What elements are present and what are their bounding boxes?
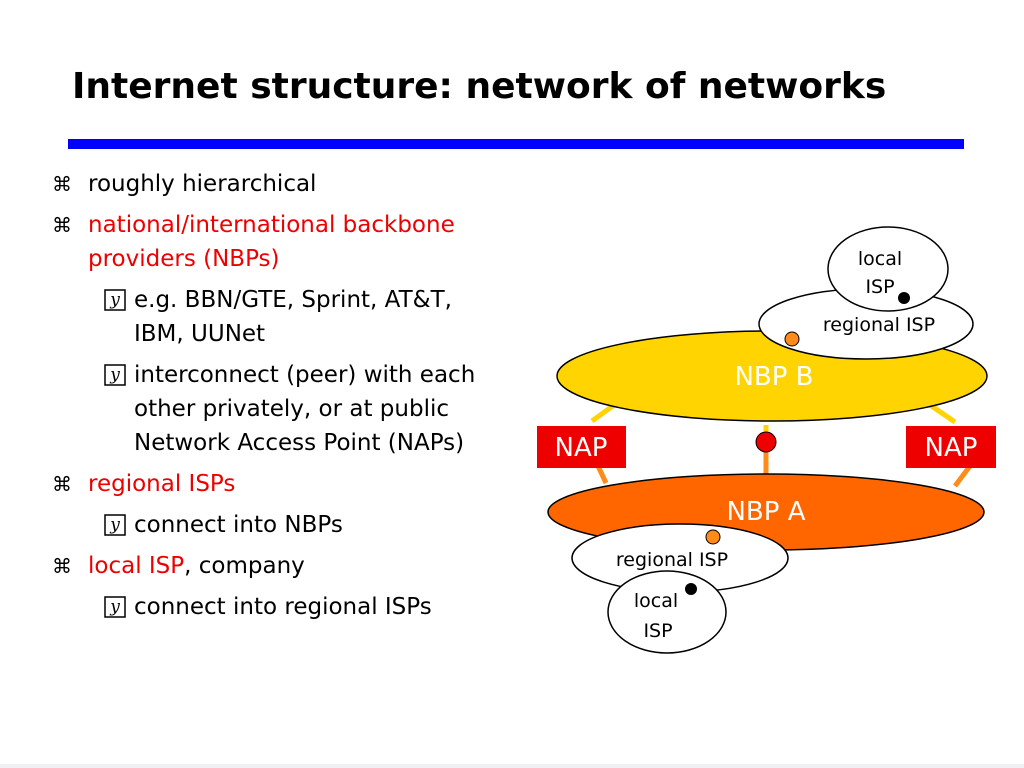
bullet-local-isp: local ISP, company [88, 549, 305, 583]
sub-bullet-nbp-examples-line1: e.g. BBN/GTE, Sprint, AT&T, [134, 287, 452, 313]
slide-title: Internet structure: network of networks [72, 66, 887, 107]
sub-bullet-marker-icon: y [104, 514, 126, 536]
boxed-y-icon: y [104, 514, 126, 536]
regional-isp-bottom-connection-dot [705, 529, 721, 545]
regional-isp-top-label: regional ISP [823, 314, 935, 336]
bullet-marker-icon: ⌘ [52, 213, 72, 237]
boxed-y-icon: y [104, 364, 126, 386]
bullet-regional-isps: regional ISPs [88, 471, 236, 497]
nap-right-box [906, 426, 996, 468]
sub-bullet-nbp-examples-line2: IBM, UUNet [134, 321, 266, 347]
bullet-nbp-line2: providers (NBPs) [88, 246, 280, 272]
regional-isp-bottom-label: regional ISP [616, 549, 728, 571]
bullet-marker-icon: ⌘ [52, 472, 72, 496]
nap-left-label: NAP [555, 433, 608, 463]
sub-bullet-marker-icon: y [104, 289, 126, 311]
link-nap-left-to-nbp-a [595, 464, 609, 485]
boxed-y-glyph: y [109, 515, 120, 535]
nbp-a-label: NBP A [726, 497, 805, 527]
local-isp-top-label-line2: ISP [865, 276, 894, 298]
sub-bullet-interconnect-line2: other privately, or at public [134, 396, 449, 422]
nap-left-box [537, 426, 626, 468]
local-isp-bottom-ellipse [607, 570, 727, 654]
sub-bullet-connect-regional: connect into regional ISPs [134, 594, 432, 620]
bullet-list: ⌘ roughly hierarchical ⌘ national/intern… [0, 0, 520, 700]
bottom-band [0, 764, 1024, 768]
sub-bullet-connect-nbps: connect into NBPs [134, 512, 343, 538]
link-nap-right-to-nbp-b [928, 402, 957, 425]
local-isp-top-connection-dot [898, 292, 910, 304]
bullet-roughly-hierarchical: roughly hierarchical [88, 171, 317, 197]
company-text: , company [184, 553, 305, 579]
link-nap-right-to-nbp-a [953, 464, 972, 488]
local-isp-bottom-connection-dot [685, 583, 697, 595]
bullet-nbp-line1: national/international backbone [88, 212, 455, 238]
regional-isp-top-connection-dot [784, 331, 800, 347]
sub-bullet-marker-icon: y [104, 596, 126, 618]
bullet-marker-icon: ⌘ [52, 172, 72, 196]
sub-bullet-interconnect-line1: interconnect (peer) with each [134, 362, 476, 388]
boxed-y-icon: y [104, 596, 126, 618]
boxed-y-glyph: y [109, 365, 120, 385]
local-isp-top-ellipse [827, 226, 949, 312]
nap-right-label: NAP [925, 433, 978, 463]
local-isp-top-label-line1: local [858, 248, 902, 270]
bullet-marker-icon: ⌘ [52, 554, 72, 578]
boxed-y-glyph: y [109, 290, 120, 310]
nbp-b-label: NBP B [734, 362, 813, 392]
boxed-y-icon: y [104, 289, 126, 311]
local-isp-emphasis: local ISP [88, 553, 185, 579]
boxed-y-glyph: y [109, 597, 120, 617]
sub-bullet-interconnect-line3: Network Access Point (NAPs) [134, 430, 465, 456]
link-nap-left-to-nbp-b [590, 402, 616, 424]
local-isp-bottom-label-line1: local [634, 590, 678, 612]
private-peering-point [755, 431, 777, 453]
sub-bullet-marker-icon: y [104, 364, 126, 386]
title-rule [68, 139, 964, 149]
local-isp-bottom-label-line2: ISP [643, 620, 672, 642]
